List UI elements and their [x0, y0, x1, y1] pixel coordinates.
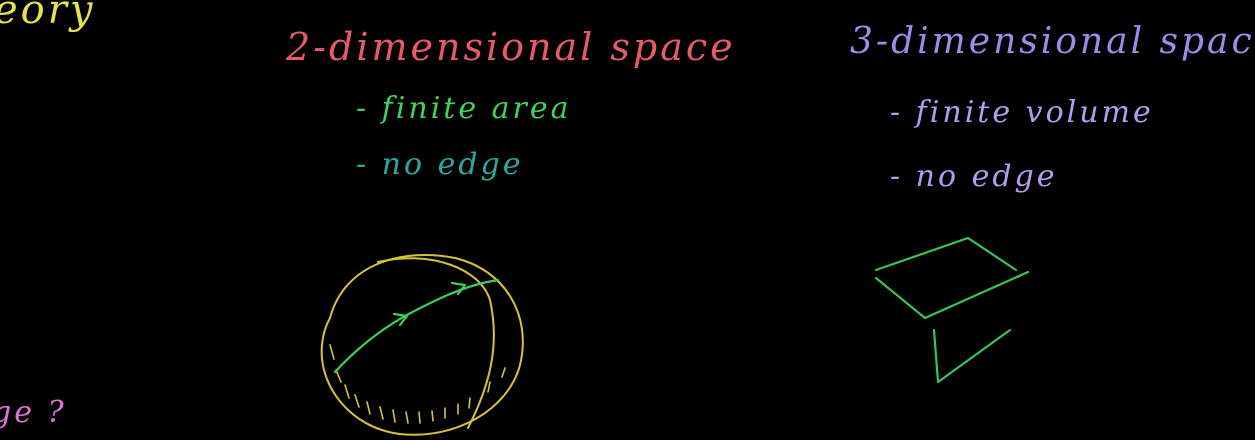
- sphere-shadow-hatching: [329, 344, 506, 424]
- geodesic-line: [333, 278, 500, 374]
- box-top-face: [874, 236, 1030, 320]
- sphere-sketch: [320, 254, 524, 436]
- no-edge-item-2d: - no edge: [356, 147, 524, 182]
- finite-volume-item: - finite volume: [890, 95, 1154, 130]
- partial-theory-word: eory: [0, 0, 96, 33]
- two-dimensional-heading: 2-dimensional space: [286, 25, 736, 69]
- three-dimensional-heading: 3-dimensional spac: [850, 21, 1255, 62]
- geodesic-arrow-path: [333, 278, 500, 374]
- finite-area-item: - finite area: [356, 91, 572, 126]
- arrowhead-icon: [450, 281, 467, 296]
- no-edge-item-3d: - no edge: [890, 159, 1058, 194]
- sphere-meridian: [377, 257, 495, 429]
- box-side: [932, 328, 1012, 384]
- arrowhead-icon: [392, 312, 409, 327]
- sketch-layer: [320, 236, 1030, 436]
- sphere-outline: [320, 254, 524, 436]
- open-box-sketch: [874, 236, 1030, 384]
- partial-question-text: ge ?: [0, 395, 67, 430]
